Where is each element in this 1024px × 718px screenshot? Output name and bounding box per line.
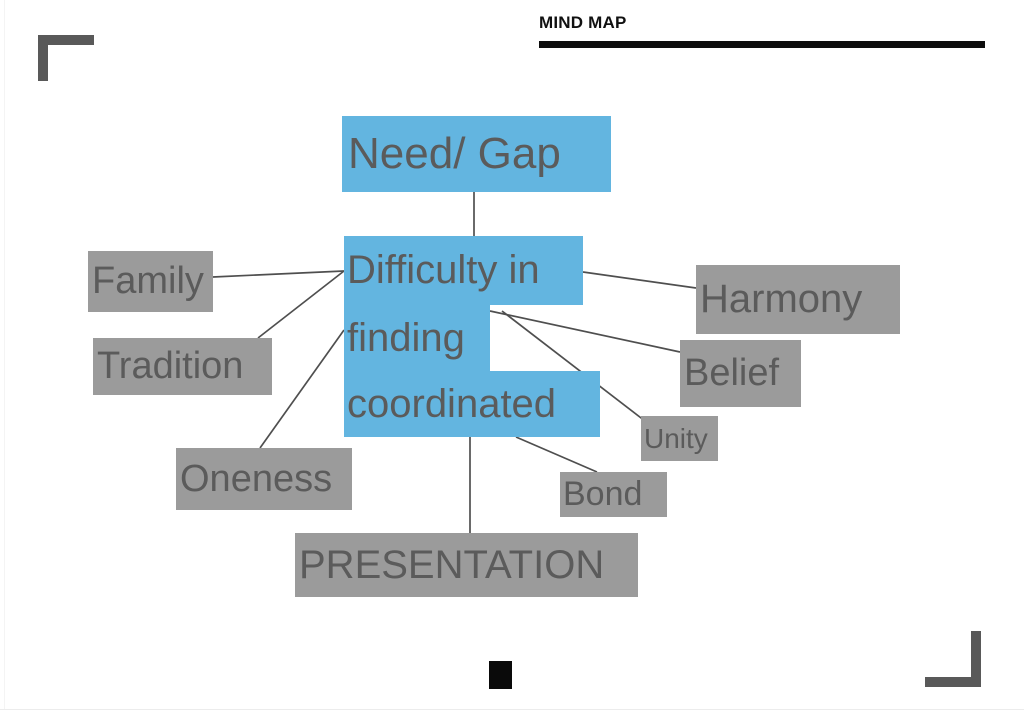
corner-bracket-top-left-icon [38, 35, 94, 91]
connector-tradition [257, 270, 345, 339]
connector-oneness [259, 329, 345, 449]
central-topic-line-1: Difficulty in [344, 236, 583, 305]
central-topic-node[interactable]: Difficulty in finding coordinated [344, 236, 600, 437]
node-harmony[interactable]: Harmony [696, 265, 900, 334]
page-edge-left [0, 0, 5, 718]
node-bond-label: Bond [563, 475, 643, 513]
node-unity[interactable]: Unity [641, 416, 718, 461]
node-need-gap-label: Need/ Gap [348, 129, 561, 178]
connector-bond [515, 436, 598, 473]
slide-marker-square [489, 661, 512, 689]
node-tradition[interactable]: Tradition [93, 338, 272, 395]
header-rule [539, 41, 985, 48]
node-oneness-label: Oneness [180, 457, 333, 500]
node-family-label: Family [92, 260, 204, 302]
node-oneness[interactable]: Oneness [176, 448, 352, 510]
page-edge-bottom [0, 709, 1024, 718]
node-belief[interactable]: Belief [680, 340, 801, 407]
node-bond[interactable]: Bond [560, 472, 667, 517]
central-topic-line-3: coordinated [344, 371, 600, 437]
node-presentation-label: PRESENTATION [299, 542, 605, 587]
node-tradition-label: Tradition [97, 345, 244, 387]
node-belief-label: Belief [684, 352, 780, 394]
node-family[interactable]: Family [88, 251, 213, 312]
connector-family [212, 270, 345, 278]
node-need-gap[interactable]: Need/ Gap [342, 116, 611, 192]
node-presentation[interactable]: PRESENTATION [295, 533, 638, 597]
page-title: MIND MAP [539, 13, 627, 32]
node-unity-label: Unity [644, 422, 708, 454]
central-topic-line-2: finding [344, 305, 490, 371]
node-harmony-label: Harmony [700, 277, 863, 321]
corner-bracket-bottom-right-icon [925, 631, 981, 687]
